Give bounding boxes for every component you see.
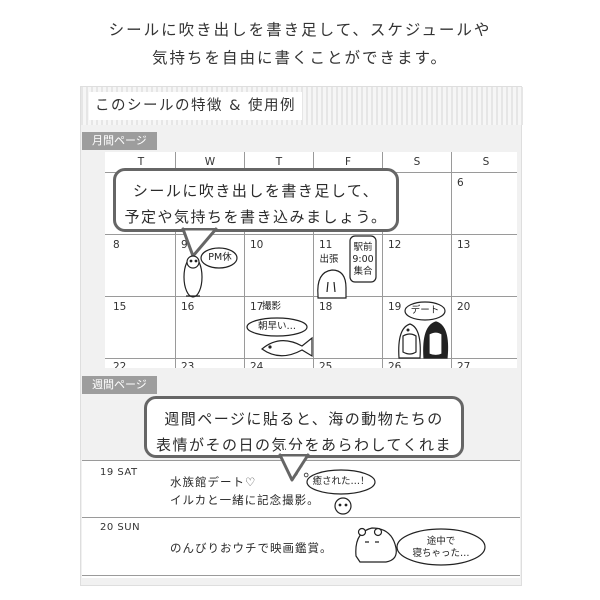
callout-tail (278, 453, 310, 482)
penguin-icon (398, 323, 421, 359)
weekly-callout-bubble: 週間ページに貼ると、海の動物たちの 表情がその日の気分をあらわしてくれます。 (144, 396, 464, 480)
fish-icon (261, 336, 313, 358)
speech-bubble-early (246, 317, 308, 337)
calendar-date: 25 (319, 361, 333, 368)
calendar-date: 6 (457, 177, 464, 189)
intro-line-2: 気持ちを自由に書くことができます。 (152, 49, 448, 67)
weekly-day-label: 19 SAT (100, 467, 138, 478)
calendar-date: 12 (388, 239, 402, 251)
weekly-day-label: 20 SUN (100, 522, 141, 533)
calendar-date: 24 (250, 361, 264, 368)
sticker-text: 癒された…！ (312, 476, 370, 487)
callout-tail (181, 227, 218, 258)
weekly-note: のんびりおウチで映画鑑賞。 (170, 541, 333, 555)
sticker-text: 撮影 (262, 301, 282, 312)
walrus-icon (317, 269, 347, 299)
sticker-text: デート (410, 305, 440, 316)
calendar-date: 15 (113, 301, 127, 313)
seal-icon (334, 497, 352, 515)
weekday-header: W (204, 156, 216, 168)
intro-line-1: シールに吹き出しを書き足して、スケジュールや (108, 21, 492, 39)
speech-bubble-healed (306, 469, 376, 495)
weekly-note: イルカと一緒に記念撮影。 (170, 493, 320, 507)
calendar-date: 11 (319, 239, 333, 251)
calendar-date: 8 (113, 239, 120, 251)
polar-bear-icon (355, 527, 397, 563)
monthly-callout-bubble: シールに吹き出しを書き足して、 予定や気持ちを書き込みましょう。 (113, 168, 399, 232)
callout-line: 週間ページに貼ると、海の動物たちの (164, 410, 444, 428)
speech-bubble-sleep (396, 528, 486, 566)
callout-line: 予定や気持ちを書き込みましょう。 (124, 208, 388, 226)
sticker-text: 9:00 (352, 254, 374, 265)
calendar-date: 9 (181, 239, 188, 251)
weekday-header: S (413, 156, 421, 168)
weekday-header: S (482, 156, 490, 168)
heading-banner: このシールの特徴 & 使用例 (81, 87, 523, 125)
penguin-icon (423, 321, 449, 359)
sticker-text: 集合 (353, 266, 373, 277)
calendar-date: 20 (457, 301, 471, 313)
calendar-date: 22 (113, 361, 127, 368)
speech-bubble-meeting (349, 235, 377, 283)
calendar-date: 27 (457, 361, 471, 368)
section-heading: このシールの特徴 & 使用例 (89, 92, 303, 120)
speech-bubble-date (404, 301, 446, 321)
weekday-header: T (137, 156, 145, 168)
calendar-date: 16 (181, 301, 195, 313)
otter-icon (183, 255, 203, 298)
calendar-date: 13 (457, 239, 471, 251)
weekday-header: T (275, 156, 283, 168)
sticker-text: 駅前 (353, 242, 373, 253)
sticker-text: PM休 (208, 252, 232, 263)
sticker-text: 出張 (319, 254, 339, 265)
weekly-note: 水族館デート♡ (170, 475, 257, 489)
sticker-text: 途中で (426, 536, 456, 547)
sticker-text: 朝早い… (257, 321, 296, 332)
weekday-header: F (344, 156, 352, 168)
calendar-date: 10 (250, 239, 264, 251)
calendar-date: 17 (250, 301, 264, 313)
calendar-date: 23 (181, 361, 195, 368)
calendar-date: 26 (388, 361, 402, 368)
sticker-text: 寝ちゃった… (412, 548, 470, 559)
calendar-date: 18 (319, 301, 333, 313)
speech-bubble-pm (200, 247, 238, 269)
calendar-date: 19 (388, 301, 402, 313)
monthly-page-tag: 月間ページ (82, 132, 157, 150)
callout-line: シールに吹き出しを書き足して、 (132, 182, 380, 200)
weekly-page-tag: 週間ページ (82, 376, 157, 394)
